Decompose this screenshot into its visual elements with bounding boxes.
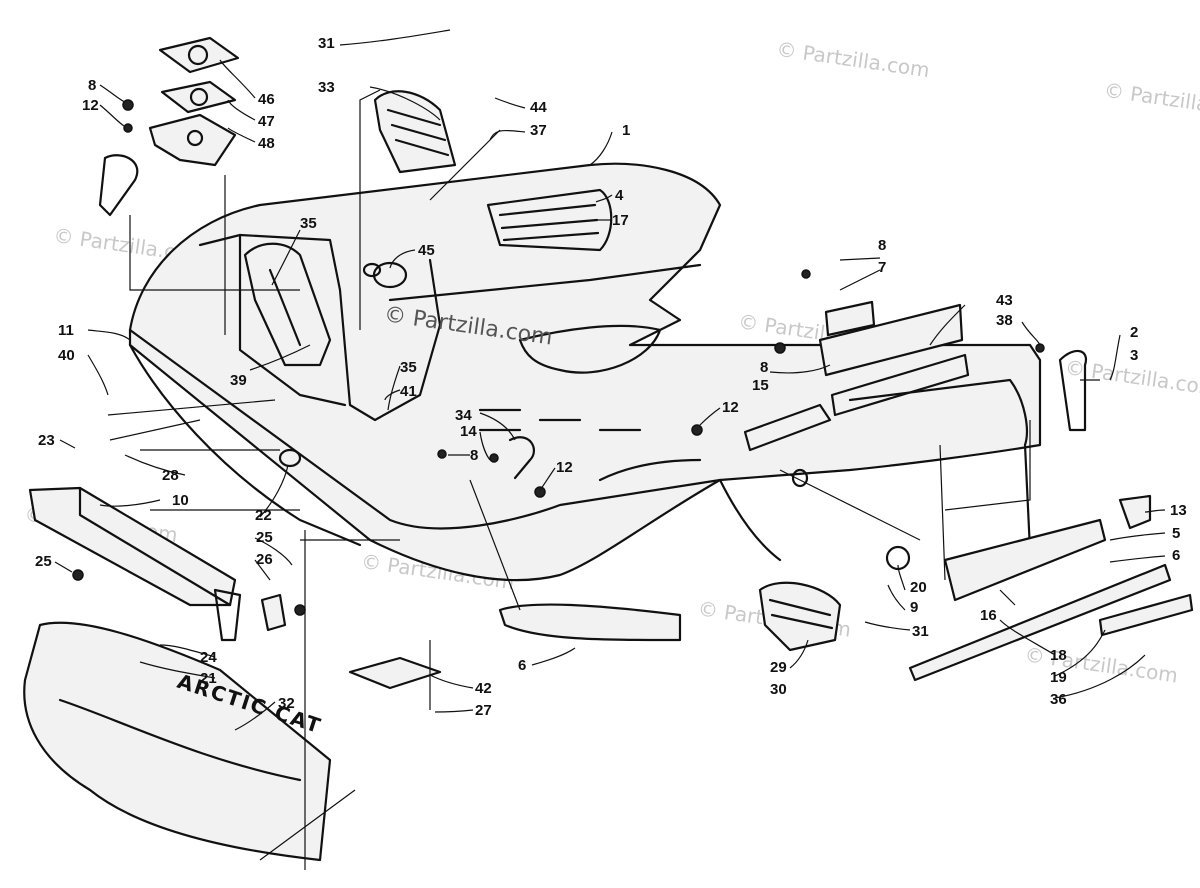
callout-label: 18 <box>1050 647 1067 664</box>
callout-label: 34 <box>455 407 472 424</box>
callout-label: 24 <box>200 649 217 666</box>
callout-label: 14 <box>460 423 477 440</box>
callout-label: 3 <box>1130 347 1138 364</box>
front-nose: ARCTIC CAT <box>23 621 332 862</box>
bracket-26 <box>213 588 287 642</box>
callout-label: 1 <box>622 122 630 139</box>
callout-label: 23 <box>38 432 55 449</box>
callout-label: 12 <box>82 97 99 114</box>
callout-label: 37 <box>530 122 547 139</box>
crossmember <box>28 486 237 607</box>
callout-label: 6 <box>518 657 526 674</box>
callout-label: 10 <box>172 492 189 509</box>
callout-label: 39 <box>230 372 247 389</box>
callout-label: 16 <box>980 607 997 624</box>
callout-label: 12 <box>556 459 573 476</box>
boot-33 <box>373 90 457 174</box>
callout-label: 35 <box>400 359 417 376</box>
callout-label: 47 <box>258 113 275 130</box>
bumper-6 <box>498 603 682 642</box>
skid-42 <box>348 656 442 690</box>
callout-label: 4 <box>615 187 624 204</box>
callout-label: 8 <box>760 359 768 376</box>
callout-label: 40 <box>58 347 75 364</box>
callout-label: 46 <box>258 91 275 108</box>
assembly-lines <box>107 89 1100 870</box>
callout-label: 9 <box>910 599 918 616</box>
callout-label: 31 <box>912 623 929 640</box>
callout-label: 22 <box>255 507 272 524</box>
callout-label: 8 <box>88 77 96 94</box>
watermark: © Partzilla.com <box>1103 78 1200 123</box>
watermark: © Partzilla.com <box>1023 642 1179 687</box>
callout-label: 12 <box>722 399 739 416</box>
callout-label: 6 <box>1172 547 1180 564</box>
callout-label: 25 <box>35 553 52 570</box>
callout-label: 26 <box>256 551 273 568</box>
callout-label: 44 <box>530 99 547 116</box>
console <box>243 242 332 367</box>
right-cowl <box>848 349 1088 552</box>
callout-label: 35 <box>300 215 317 232</box>
callout-label: 2 <box>1130 324 1138 341</box>
boot-29-30 <box>758 581 842 652</box>
callout-label: 45 <box>418 242 435 259</box>
callout-label: 21 <box>200 670 217 687</box>
callout-label: 42 <box>475 680 492 697</box>
callout-label: 17 <box>612 212 629 229</box>
callout-label: 5 <box>1172 525 1180 542</box>
callout-label: 19 <box>1050 669 1067 686</box>
callout-label: 8 <box>470 447 478 464</box>
callout-label: 7 <box>878 259 886 276</box>
callout-label: 43 <box>996 292 1013 309</box>
watermark: © Partzilla.com <box>775 37 931 82</box>
callout-label: 31 <box>318 35 335 52</box>
callout-label: 41 <box>400 383 417 400</box>
callout-label: 15 <box>752 377 769 394</box>
callout-label: 30 <box>770 681 787 698</box>
callout-labels: 1 2 3 4 5 6 6 7 8 8 8 8 9 10 11 12 12 12… <box>35 35 1187 719</box>
callout-label: 11 <box>58 322 74 339</box>
belly-pan <box>128 162 1042 582</box>
callout-label: 32 <box>278 695 295 712</box>
callout-label: 27 <box>475 702 492 719</box>
callout-leaders <box>54 29 1166 731</box>
callout-label: 13 <box>1170 502 1187 519</box>
callout-label: 28 <box>162 467 179 484</box>
callout-label: 33 <box>318 79 335 96</box>
lower-rails <box>908 494 1194 682</box>
callout-label: 29 <box>770 659 787 676</box>
mount-plates <box>98 36 240 217</box>
callout-label: 20 <box>910 579 927 596</box>
side-rails <box>743 300 970 452</box>
callout-label: 8 <box>878 237 886 254</box>
callout-label: 25 <box>256 529 273 546</box>
callout-label: 36 <box>1050 691 1067 708</box>
callout-label: 38 <box>996 312 1013 329</box>
vent-grille <box>486 188 613 252</box>
callout-label: 48 <box>258 135 275 152</box>
